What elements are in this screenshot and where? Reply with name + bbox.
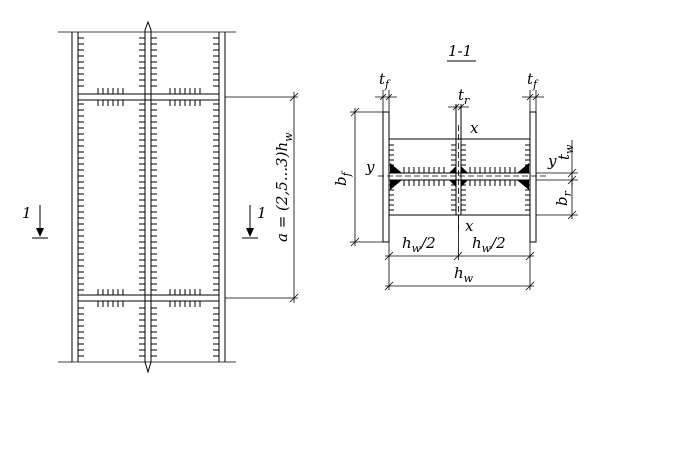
tf-right-dimension: tf [522,70,544,112]
tf-left-label: tf [379,70,391,91]
gusset-center-top-r [461,166,468,173]
center-rib [144,20,152,374]
section-mark-left-label: 1 [22,204,32,222]
tr-label: tr [458,86,470,107]
gusset-left-top [390,163,402,173]
axis-y-left-label: y [365,158,375,176]
bf-dimension: bf [332,107,383,247]
half-width-dimensions: hw/2 hw/2 [384,215,535,290]
axis-x-top-label: x [470,119,479,137]
gusset-center-bottom-r [461,180,468,187]
gusset-center-bottom [449,180,456,187]
tw-label: tw [555,144,576,160]
total-width-label: hw [454,264,474,285]
half-left-label: hw/2 [402,234,436,255]
spacing-label: a = (2,5...3)hw [273,132,295,242]
section-mark-right: 1 [242,204,267,239]
section-mark-left: 1 [22,204,48,239]
br-label: br [553,190,574,206]
weld-ticks [78,37,219,357]
axis-x-bottom-label: x [465,217,474,235]
left-flange-plate [382,111,390,243]
section-view: 1-1 tf [332,42,578,291]
section-mark-right-label: 1 [257,204,267,222]
gusset-right-bottom [517,180,529,190]
spacing-dimension: a = (2,5...3)hw [225,92,299,303]
gusset-right-top [517,163,529,173]
elevation-view: 1 1 a = (2,5...3)hw [22,20,299,374]
axis-y-right-label: y [547,152,557,170]
section-title: 1-1 [448,42,472,60]
section-weld-ticks [389,144,530,211]
br-dimension: br [536,176,578,220]
tf-left-dimension: tf [375,70,397,112]
total-width-dimension: hw [384,264,535,291]
tf-right-label: tf [527,70,539,91]
half-right-label: hw/2 [472,234,506,255]
gusset-center-top [449,166,456,173]
bf-label: bf [332,170,353,186]
tr-dimension: tr [448,86,470,111]
right-flange-plate [529,111,537,243]
gusset-left-bottom [390,180,402,190]
